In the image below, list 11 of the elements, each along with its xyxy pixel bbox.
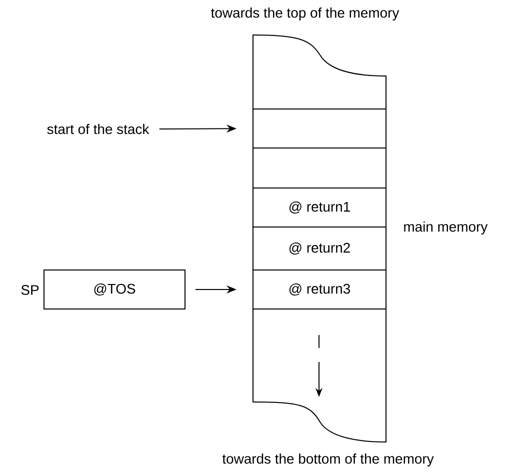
- memory-cell: @ return1: [252, 187, 386, 228]
- register-box: @TOS: [44, 269, 186, 310]
- caption-text: towards the bottom of the memory: [222, 453, 434, 466]
- caption-text: SP: [21, 285, 39, 295]
- label-text: start of the stack: [47, 124, 150, 134]
- caption-text: main memory: [404, 221, 488, 234]
- memory-cell: @ return3: [252, 269, 386, 310]
- empty-cell: [252, 147, 386, 188]
- memory-cell: @ return2: [252, 226, 386, 270]
- empty-cell: [252, 108, 386, 148]
- caption-text: towards the top of the memory: [211, 7, 400, 20]
